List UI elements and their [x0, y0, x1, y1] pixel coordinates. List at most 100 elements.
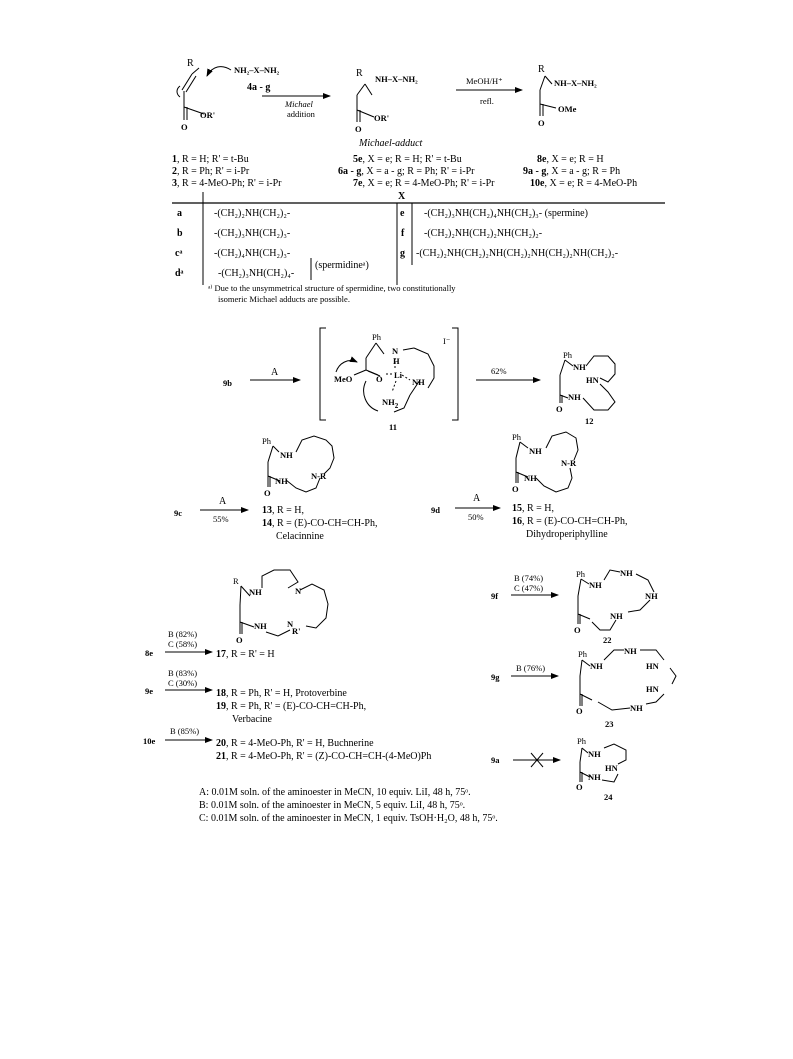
- m23-nh2: NH: [624, 646, 637, 656]
- spermidine-label: (spermidineᵃ): [315, 260, 369, 271]
- m23-hn2: HN: [646, 684, 660, 694]
- compound-12: 12: [585, 416, 594, 426]
- m22-nh1: NH: [589, 580, 602, 590]
- complex-li: Li: [394, 370, 403, 380]
- ester-chain: NH–X–NH₂: [554, 78, 597, 88]
- condition-b: B: 0.01M soln. of the aminoester in MeCN…: [199, 800, 465, 811]
- sm-9d: 9d: [431, 505, 440, 515]
- table-key: cᵃ: [175, 248, 182, 259]
- cond-9f-c: C (47%): [514, 583, 543, 593]
- m23-nh1: NH: [590, 661, 603, 671]
- product-12-structure: Ph NH HN NH O: [556, 350, 616, 414]
- sm-9f: 9f: [491, 591, 498, 601]
- footnote-line: isomeric Michael adducts are possible.: [218, 294, 350, 304]
- scheme-13-16: 9c A 55% Ph NH N-R NH O 13, R = H, 14, R…: [174, 431, 627, 542]
- m17-nh2: NH: [254, 621, 267, 631]
- m15-nr: N-R: [561, 458, 577, 468]
- scheme-michael-addition: R O OR' NH₂–X–NH₂ 4a - g Michael additio…: [172, 58, 637, 189]
- cond-9d: A: [473, 493, 481, 504]
- michael-adduct-structure: R NH–X–NH₂ O OR': [355, 68, 418, 134]
- complex-nh: NH: [412, 377, 425, 387]
- m15-ph: Ph: [512, 432, 522, 442]
- cond-a: A: [271, 367, 279, 378]
- compound-11: 11: [389, 422, 397, 432]
- m17-o: O: [236, 635, 243, 645]
- macrocycle-24: Ph NH HN NH O: [576, 736, 627, 792]
- compound-line: 1, R = H; R' = t-Bu: [172, 154, 249, 165]
- compound-line: 13, R = H,: [262, 505, 304, 516]
- cross-mark: [530, 752, 544, 768]
- prod-nh2: NH: [568, 392, 581, 402]
- compound-line: 16, R = (E)-CO-CH=CH-Ph,: [512, 516, 627, 527]
- methyl-ester-structure: R NH–X–NH₂ O OMe: [538, 64, 597, 128]
- starting-material-list: 1, R = H; R' = t-Bu 2, R = Ph; R' = i-Pr…: [172, 154, 282, 189]
- adduct-or: OR': [374, 113, 389, 123]
- m17-nh1: NH: [249, 587, 262, 597]
- macrocycle-22: Ph NH NH NH NH O: [574, 568, 658, 635]
- table-value: -(CH₂)₃NH(CH₂)₄NH(CH₂)₃- (spermine): [424, 208, 588, 219]
- cond-9f-b: B (74%): [514, 573, 543, 583]
- sm-10e: 10e: [143, 736, 156, 746]
- complex-meo: MeO: [334, 374, 353, 384]
- sm-9b: 9b: [223, 378, 232, 388]
- m23-ph: Ph: [578, 649, 588, 659]
- complex-nh2: NH2: [382, 397, 399, 410]
- compound-line: 9a - g, X = a - g; R = Ph: [523, 166, 620, 177]
- cond-8e-b: B (82%): [168, 629, 197, 639]
- m13-nh1: NH: [280, 450, 293, 460]
- sm-o-label: O: [181, 122, 188, 132]
- michael-arrow-top: Michael: [284, 99, 313, 109]
- m15-o: O: [512, 484, 519, 494]
- m23-o: O: [576, 706, 583, 716]
- yield-62: 62%: [491, 366, 507, 376]
- compound-line: 19, R = Ph, R' = (E)-CO-CH=CH-Ph,: [216, 701, 366, 712]
- yield-9d: 50%: [468, 512, 484, 522]
- cond-9g-b: B (76%): [516, 663, 545, 673]
- table-key: dᵃ: [175, 268, 184, 279]
- m22-nh2: NH: [620, 568, 633, 578]
- scheme-17-24: R NH N NH N R' O 8e B (82%) C (58%) 17, …: [143, 568, 677, 802]
- compound-line: Verbacine: [232, 714, 273, 725]
- sm-8e: 8e: [145, 648, 153, 658]
- compound-line: 21, R = 4-MeO-Ph, R' = (Z)-CO-CH=CH-(4-M…: [216, 751, 431, 762]
- compound-line: 10e, X = e; R = 4-MeO-Ph: [530, 178, 637, 189]
- m17-r: R: [233, 576, 239, 586]
- ester-ome: OMe: [558, 104, 577, 114]
- sm-or-label: OR': [200, 110, 215, 120]
- complex-iodide: I⁻: [443, 336, 450, 346]
- m17-rp: R': [292, 626, 301, 636]
- conditions-legend: A: 0.01M soln. of the aminoester in MeCN…: [199, 787, 498, 824]
- complex-ph: Ph: [372, 332, 382, 342]
- m22-ph: Ph: [576, 569, 586, 579]
- footnote-line: ᵃ⁾ Due to the unsymmetrical structure of…: [208, 283, 456, 293]
- bracket-right: [452, 327, 459, 421]
- macrocycle-23: Ph NH NH HN HN NH O: [576, 646, 677, 716]
- bracket-left: [319, 327, 326, 421]
- compound-line: 15, R = H,: [512, 503, 554, 514]
- amine-id: 4a - g: [247, 82, 270, 93]
- m15-nh2: NH: [524, 473, 537, 483]
- m13-o: O: [264, 488, 271, 498]
- amine-formula: NH₂–X–NH₂: [234, 65, 280, 75]
- prod-nh1: NH: [573, 362, 586, 372]
- prod-hn: HN: [586, 375, 600, 385]
- m24-ph: Ph: [577, 736, 587, 746]
- cond-9c: A: [219, 496, 227, 507]
- ester-r: R: [538, 64, 545, 75]
- m17-nr: N: [287, 619, 294, 629]
- lithium-complex-11: Ph N H I⁻ MeO O Li NH NH2: [334, 332, 450, 413]
- table-value: -(CH₂)₄NH(CH₂)₃-: [214, 248, 290, 259]
- adduct-list: 5e, X = e; R = H; R' = t-Bu 6a - g, X = …: [338, 154, 495, 189]
- m13-nh2: NH: [275, 476, 288, 486]
- x-definition-table: X a -(CH₂)₂NH(CH₂)₂- b -(CH₂)₃NH(CH₂)₃- …: [172, 191, 665, 304]
- table-value: -(CH₂)₂NH(CH₂)₂NH(CH₂)₂-: [424, 228, 542, 239]
- adduct-chain: NH–X–NH₂: [375, 74, 418, 84]
- compound-line: 17, R = R' = H: [216, 649, 275, 660]
- complex-o: O: [376, 374, 383, 384]
- cond-9e-b: B (83%): [168, 668, 197, 678]
- m23-nh3: NH: [630, 703, 643, 713]
- scheme-12-synthesis: 9b A Ph N H I⁻ MeO O: [223, 327, 616, 432]
- table-value: -(CH₂)₂NH(CH₂)₂-: [214, 208, 290, 219]
- condition-a: A: 0.01M soln. of the aminoester in MeCN…: [199, 787, 471, 798]
- complex-n: N: [392, 346, 399, 356]
